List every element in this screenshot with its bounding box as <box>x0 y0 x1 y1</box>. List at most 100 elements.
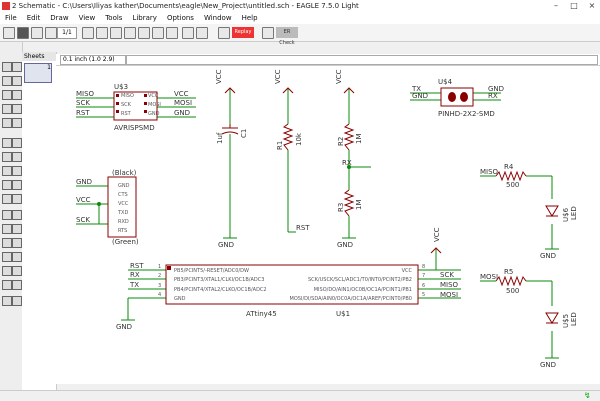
junction-icon[interactable] <box>2 266 12 276</box>
zoom-prev-icon[interactable] <box>138 27 150 39</box>
name-icon[interactable] <box>2 166 12 176</box>
circle-icon[interactable] <box>2 224 12 234</box>
zoom-out-icon[interactable] <box>124 27 136 39</box>
net-label: SCK <box>76 99 90 107</box>
group-icon[interactable] <box>2 104 12 114</box>
move-icon[interactable] <box>2 76 12 86</box>
part-name: R3 <box>337 203 345 212</box>
close-button[interactable]: × <box>588 1 596 10</box>
change-icon[interactable] <box>12 104 22 114</box>
schematic-canvas[interactable]: MISO SCK RST VCC MOSI GND U$3 AVRISPSMD … <box>56 66 600 384</box>
label-icon[interactable] <box>12 266 22 276</box>
pin-label: GND <box>148 111 160 117</box>
pinswap-icon[interactable] <box>2 152 12 162</box>
net-label: MOSI <box>440 291 458 299</box>
smash-icon[interactable] <box>2 180 12 190</box>
pin-number: 4 <box>158 292 161 298</box>
eagle-app-icon <box>2 2 10 10</box>
info-icon[interactable] <box>2 62 12 72</box>
sheet-thumbnail[interactable]: 1 <box>24 63 52 83</box>
miter-icon[interactable] <box>12 180 22 190</box>
rotate-icon[interactable] <box>12 90 22 100</box>
polygon-icon[interactable] <box>12 238 22 248</box>
supply-label: VCC <box>433 227 441 242</box>
pin-label: SCK <box>121 102 132 108</box>
ercheck-button[interactable]: ER Check <box>276 27 298 46</box>
zoom-fit-icon[interactable] <box>96 27 108 39</box>
menu-tools[interactable]: Tools <box>105 14 123 22</box>
command-input[interactable] <box>126 55 598 65</box>
zoom-select-icon[interactable] <box>166 27 178 39</box>
menu-edit[interactable]: Edit <box>26 14 41 22</box>
pin-number: 8 <box>422 264 425 270</box>
save-icon[interactable] <box>17 27 29 39</box>
pin-label: RTS <box>118 228 127 234</box>
text-icon[interactable] <box>12 210 22 220</box>
pin-label: TXD <box>117 210 128 216</box>
net-icon[interactable] <box>12 252 22 262</box>
coordinate-display: 0.1 inch (1.0 2.9) <box>60 55 126 65</box>
supply-label: GND <box>540 361 556 369</box>
replay-button[interactable]: Replay <box>232 27 254 38</box>
board-icon[interactable] <box>82 27 94 39</box>
split-icon[interactable] <box>2 194 12 204</box>
pin-label: VCC <box>402 268 413 274</box>
part-value: LED <box>570 206 578 220</box>
invoke-icon[interactable] <box>12 194 22 204</box>
minimize-button[interactable]: – <box>554 1 558 10</box>
cut-icon[interactable] <box>2 118 12 128</box>
schematic-drawing[interactable]: MISO SCK RST VCC MOSI GND U$3 AVRISPSMD … <box>56 66 600 384</box>
replace-icon[interactable] <box>12 152 22 162</box>
print-icon[interactable] <box>31 27 43 39</box>
menu-library[interactable]: Library <box>132 14 157 22</box>
mirror-icon[interactable] <box>2 90 12 100</box>
dimension-icon[interactable] <box>12 280 22 290</box>
maximize-button[interactable]: □ <box>570 1 578 10</box>
redraw-icon[interactable] <box>152 27 164 39</box>
redo-icon[interactable] <box>196 27 208 39</box>
net-label: GND <box>412 92 428 100</box>
erc-icon[interactable] <box>2 296 12 306</box>
stop-icon[interactable] <box>262 27 274 39</box>
net-label: RST <box>296 224 310 232</box>
arc-icon[interactable] <box>12 224 22 234</box>
pin-label: CTS <box>118 192 128 198</box>
pin-label: SCK/USCK/SCL/ADC1/T0/INT0/PCINT2/PB2 <box>308 277 412 283</box>
part-value: 10k <box>295 132 303 146</box>
sheet-select[interactable]: 1/1 <box>57 27 77 39</box>
net-label: SCK <box>76 216 90 224</box>
net-label: RX <box>342 159 352 167</box>
supply-label: GND <box>218 241 234 249</box>
errors-icon[interactable] <box>12 296 22 306</box>
net-label: RST <box>76 109 90 117</box>
delete-icon[interactable] <box>2 138 12 148</box>
add-icon[interactable] <box>12 138 22 148</box>
open-icon[interactable] <box>3 27 15 39</box>
help-icon[interactable] <box>218 27 230 39</box>
attribute-icon[interactable] <box>2 280 12 290</box>
sheets-panel: Sheets 1 <box>22 52 57 390</box>
menu-file[interactable]: File <box>5 14 17 22</box>
part-name: R1 <box>276 141 284 150</box>
menu-draw[interactable]: Draw <box>50 14 69 22</box>
pin-number: 6 <box>422 283 425 289</box>
undo-icon[interactable] <box>182 27 194 39</box>
pin-number: 5 <box>422 292 425 298</box>
cam-icon[interactable] <box>45 27 57 39</box>
supply-label: GND <box>116 323 132 331</box>
wire-icon[interactable] <box>2 210 12 220</box>
paste-icon[interactable] <box>12 118 22 128</box>
bus-icon[interactable] <box>2 252 12 262</box>
rect-icon[interactable] <box>2 238 12 248</box>
copy-icon[interactable] <box>12 76 22 86</box>
pin-label: GND <box>174 296 186 302</box>
net-label: RX <box>130 271 140 279</box>
menu-window[interactable]: Window <box>203 14 232 22</box>
part-name: R4 <box>504 163 514 171</box>
menu-help[interactable]: Help <box>241 14 258 22</box>
value-icon[interactable] <box>12 166 22 176</box>
menu-view[interactable]: View <box>78 14 96 22</box>
zoom-in-icon[interactable] <box>110 27 122 39</box>
menu-options[interactable]: Options <box>166 14 194 22</box>
eye-icon[interactable] <box>12 62 22 72</box>
